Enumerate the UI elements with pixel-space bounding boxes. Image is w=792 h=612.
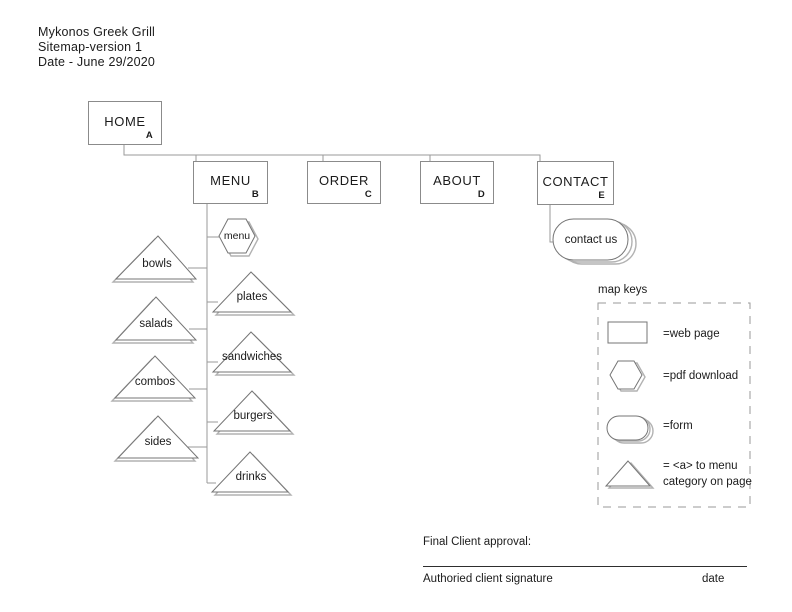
page-box-home: HOME A [88,101,162,145]
legend-anchor-line2: category on page [663,475,752,488]
brand-title: Mykonos Greek Grill [38,25,156,39]
contact-label: CONTACT [542,173,609,189]
sitemap-version: Sitemap-version 1 [38,40,143,54]
triangle-shape [114,235,198,280]
category-label-sides: sides [144,436,172,448]
signature-line [423,566,747,567]
contact-letter: E [598,190,605,201]
triangle-shape [114,296,198,341]
approval-heading: Final Client approval: [423,536,532,548]
contact-form-pill [552,218,637,265]
legend-pdf-hexagon-icon [609,360,646,392]
triangle-shape [210,451,290,493]
page-box-order: ORDER C [307,161,381,204]
legend-label-pdf-download: =pdf download [663,370,739,382]
page-box-menu: MENU B [193,161,268,204]
category-triangle-salads [111,296,198,344]
order-label: ORDER [319,173,369,188]
signature-label: Authoried client signature [423,573,553,585]
category-triangle-sides [113,415,200,462]
date-label: date [702,573,725,585]
connector-lines [123,143,553,484]
legend-label-menu-anchor: = <a> to menu category on page [663,459,752,490]
category-triangle-plates [211,271,296,316]
category-label-bowls: bowls [142,258,172,270]
legend-form-pill-icon [606,415,654,444]
category-label-salads: salads [139,318,173,330]
category-label-sandwiches: sandwiches [221,351,283,363]
menu-label: MENU [210,173,251,188]
legend-label-form: =form [663,420,693,432]
page-box-contact: CONTACT E [537,161,614,205]
triangle-shape [211,331,293,373]
menu-pdf-hexagon [218,218,259,257]
title-block: Mykonos Greek Grill Sitemap-version 1 Da… [38,25,155,70]
home-label: HOME [104,113,146,129]
home-children-connector [123,143,541,161]
legend-box [597,302,751,508]
legend-anchor-triangle-icon [604,460,655,489]
legend-dashed-border [597,302,751,508]
sitemap-date: Date - June 29/2020 [38,55,156,69]
category-label-combos: combos [134,376,176,388]
legend-pill-shape [606,415,649,441]
about-label: ABOUT [433,173,481,188]
pdf-node-label: menu [223,230,251,242]
triangle-shape [212,390,292,432]
category-label-drinks: drinks [235,471,267,483]
category-triangle-sandwiches [211,331,296,376]
legend-triangle-shape [604,460,652,487]
category-triangle-drinks [210,451,293,496]
home-letter: A [145,130,153,141]
legend-hexagon-shape [609,360,643,390]
category-triangle-bowls [111,235,198,283]
legend-label-web-page: =web page [663,328,720,340]
pill-shape [552,218,629,261]
order-letter: C [364,189,372,200]
category-label-plates: plates [236,291,268,303]
contact-form-connector [549,203,553,243]
triangle-shape [116,415,200,459]
triangle-shape [113,355,197,399]
about-letter: D [477,189,485,200]
page-box-about: ABOUT D [420,161,494,204]
category-triangle-combos [110,355,197,402]
legend-title: map keys [598,284,648,296]
legend-anchor-line1: = <a> to menu [663,460,738,472]
menu-letter: B [251,189,259,200]
category-triangle-burgers [212,390,295,435]
category-label-burgers: burgers [233,410,273,422]
form-node-label: contact us [564,234,618,246]
hexagon-shape [218,218,256,254]
triangle-shape [211,271,293,313]
legend-webpage-rect-icon [607,321,648,344]
